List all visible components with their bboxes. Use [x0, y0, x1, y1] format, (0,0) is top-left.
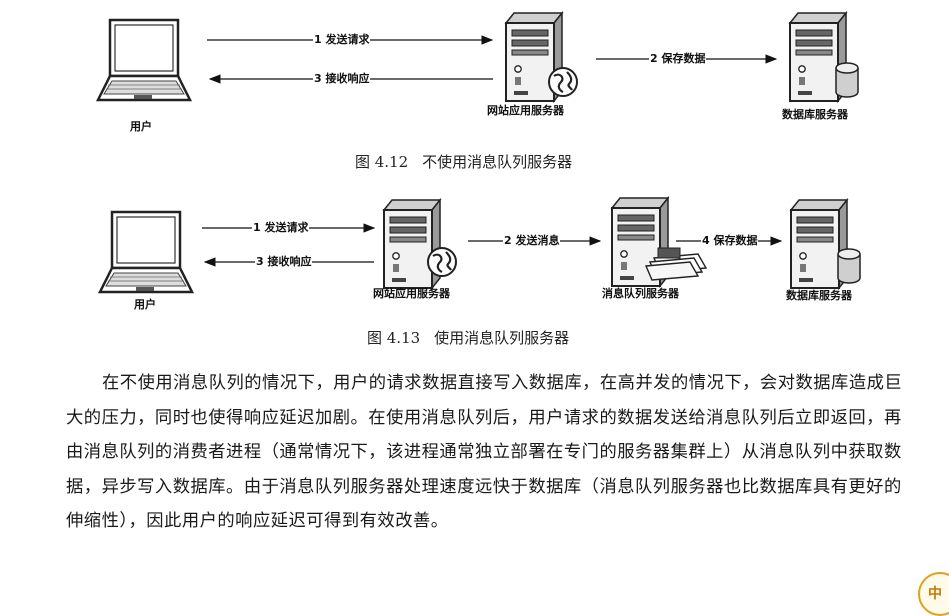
- globe-icon: [426, 246, 458, 278]
- user-label: 用户: [130, 120, 152, 133]
- save-data-label: 4 保存数据: [701, 234, 759, 248]
- corner-badge: 中: [918, 572, 949, 616]
- figure-4-12-caption: 图 4.12 不使用消息队列服务器: [355, 151, 572, 172]
- caption-number: 图 4.13: [367, 329, 421, 347]
- web-server-icon: [383, 199, 441, 289]
- user-laptop-icon: [98, 210, 194, 294]
- response-label: 3 接收响应: [313, 72, 371, 86]
- db-server-label: 数据库服务器: [786, 289, 852, 302]
- figure-4-12: 1 发送请求 3 接收响应 2 保存数据 用户 网站应用服务器 数据库服务器 图…: [0, 0, 949, 180]
- caption-text: 使用消息队列服务器: [434, 329, 570, 347]
- request-label: 1 发送请求: [313, 33, 371, 47]
- save-data-label: 2 保存数据: [649, 52, 707, 66]
- web-server-label: 网站应用服务器: [487, 104, 564, 117]
- request-label: 1 发送请求: [252, 221, 310, 235]
- figure-4-13: 1 发送请求 3 接收响应 2 发送消息 4 保存数据 用户 网站应用服务器 消…: [0, 190, 949, 360]
- caption-number: 图 4.12: [355, 153, 409, 171]
- body-paragraph: 在不使用消息队列的情况下，用户的请求数据直接写入数据库，在高并发的情况下，会对数…: [66, 373, 903, 531]
- globe-icon: [547, 66, 579, 98]
- user-label: 用户: [134, 298, 156, 311]
- send-message-label: 2 发送消息: [503, 234, 561, 248]
- caption-text: 不使用消息队列服务器: [422, 153, 573, 171]
- user-laptop-icon: [96, 18, 192, 102]
- database-cylinder-icon: [837, 248, 861, 284]
- response-label: 3 接收响应: [255, 255, 313, 269]
- figure-4-13-caption: 图 4.13 使用消息队列服务器: [367, 327, 569, 348]
- database-cylinder-icon: [835, 62, 859, 98]
- db-server-label: 数据库服务器: [782, 108, 848, 121]
- web-server-label: 网站应用服务器: [373, 287, 450, 300]
- mq-server-label: 消息队列服务器: [602, 287, 679, 300]
